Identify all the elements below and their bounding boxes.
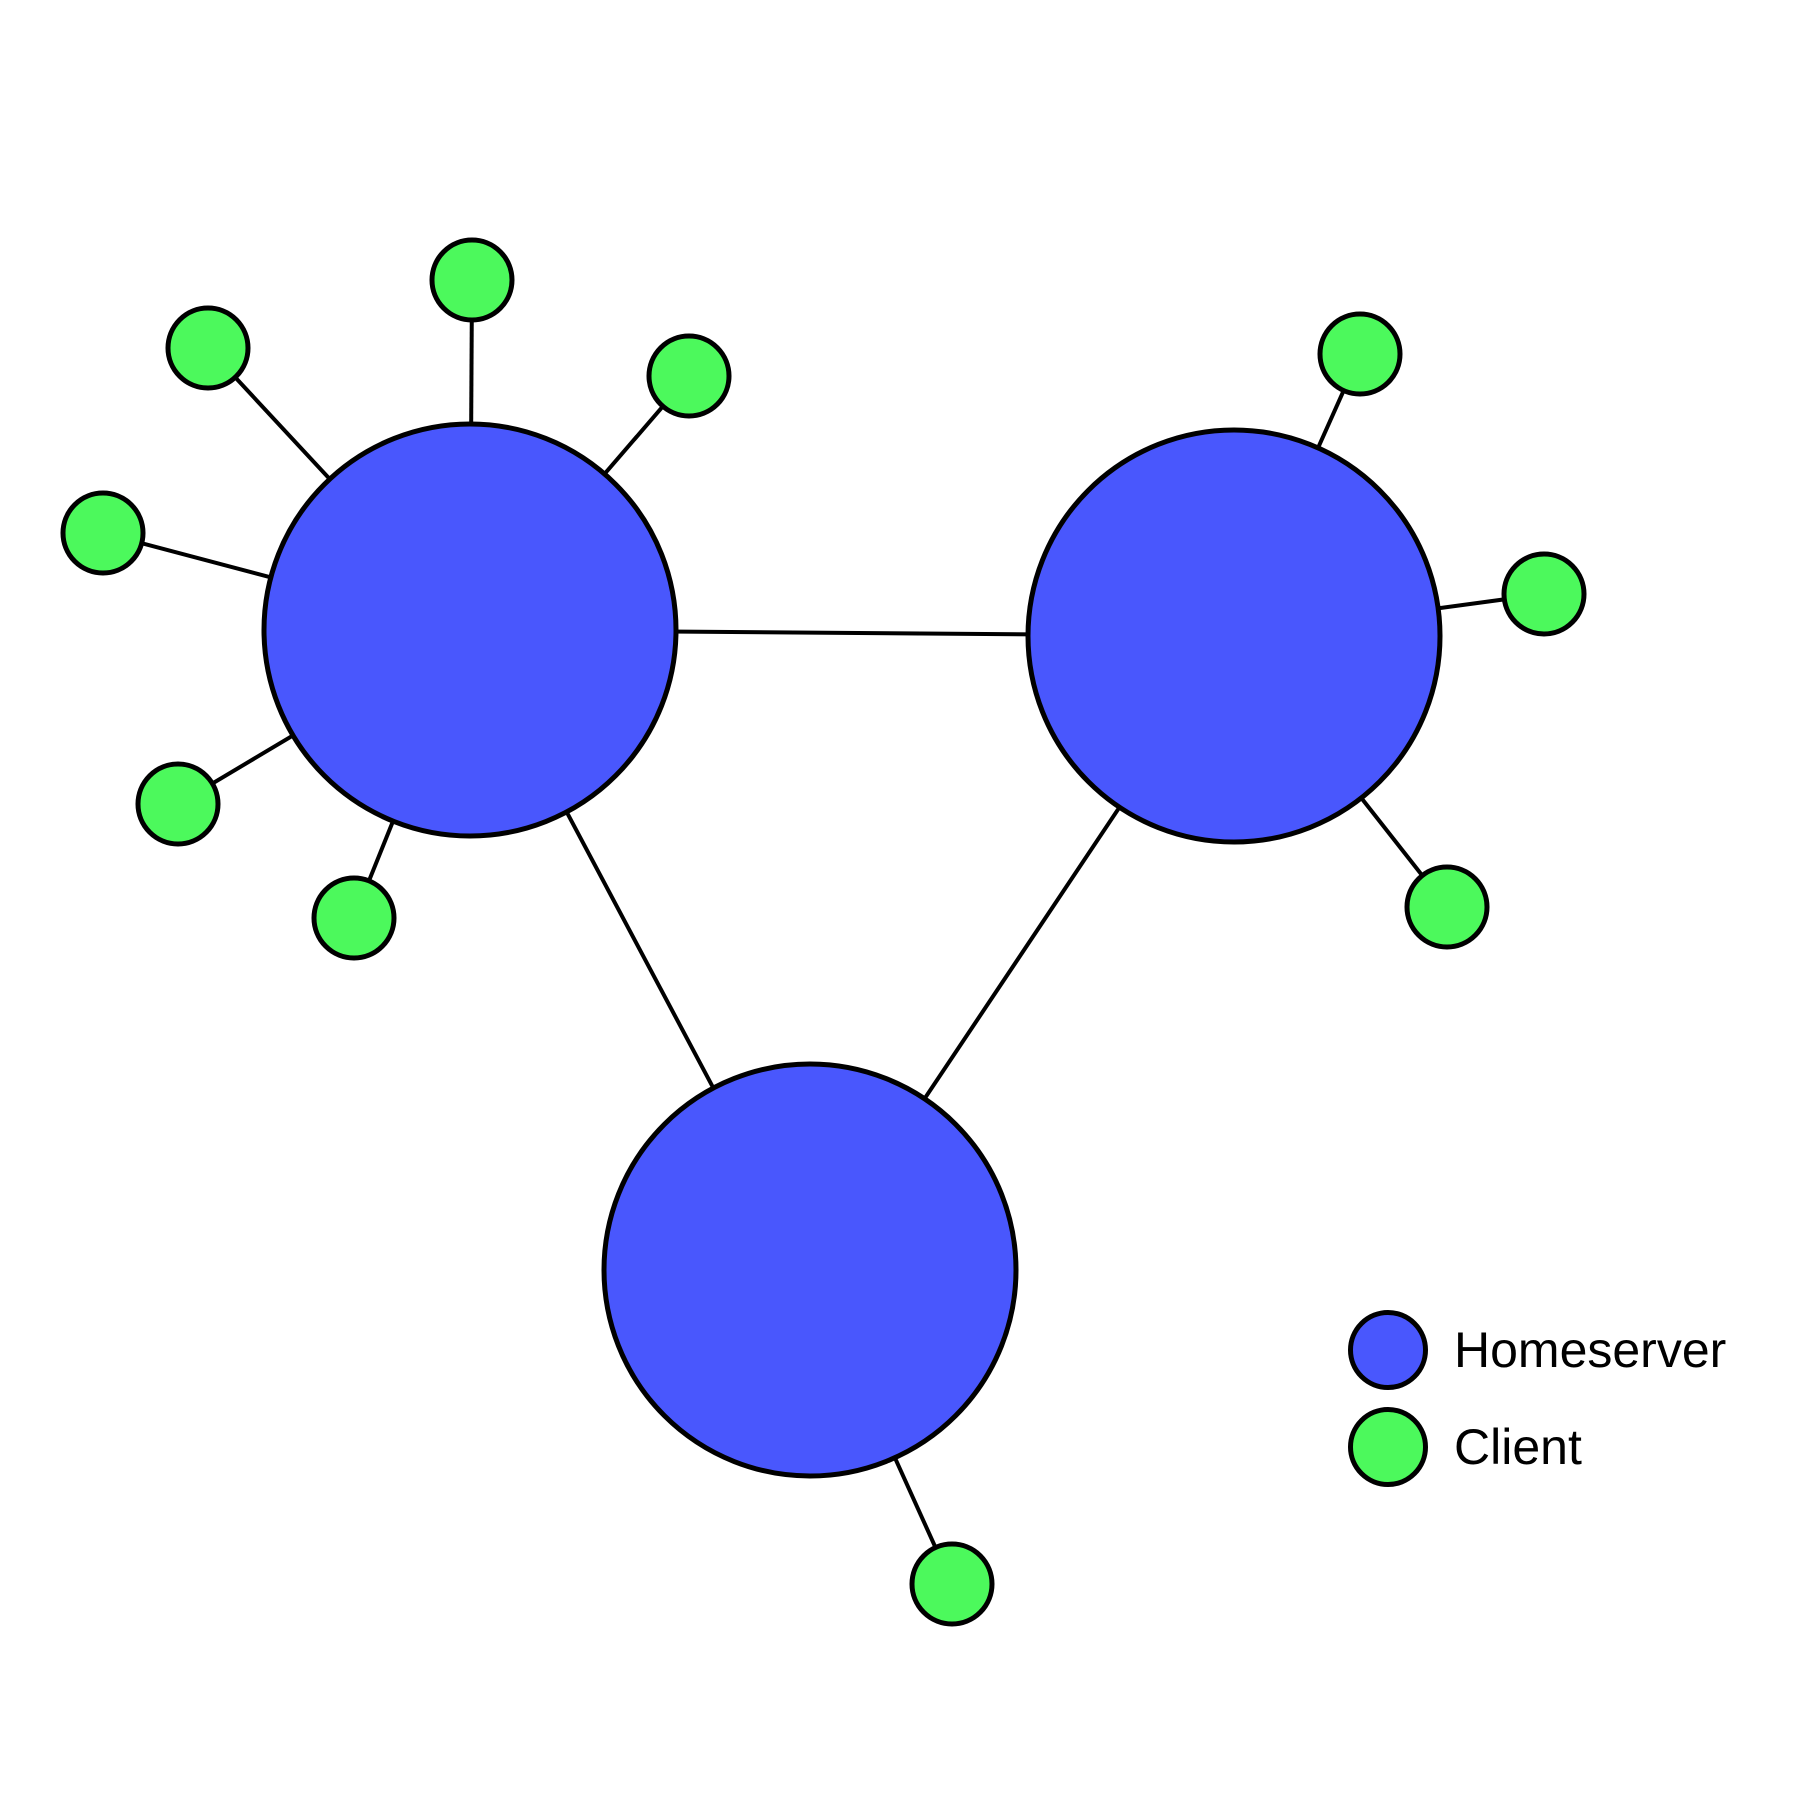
- clients-layer: [60, 237, 1587, 1627]
- client-node: [135, 761, 221, 847]
- client-node: [1404, 864, 1490, 950]
- client-legend-label: Client: [1454, 1419, 1582, 1475]
- client-node: [60, 490, 146, 576]
- homeserver-node: [1025, 427, 1443, 845]
- homeserver-legend-label: Homeserver: [1454, 1322, 1727, 1378]
- client-node: [909, 1541, 995, 1627]
- client-node: [165, 305, 251, 391]
- client-node: [311, 875, 397, 961]
- legend-row-homeserver: Homeserver: [1348, 1310, 1726, 1390]
- client-node: [646, 333, 732, 419]
- legend: Homeserver Client: [1348, 1310, 1726, 1504]
- homeserver-legend-swatch: [1348, 1310, 1428, 1390]
- client-legend-swatch: [1348, 1407, 1428, 1487]
- client-node: [1501, 551, 1587, 637]
- homeservers-layer: [261, 421, 1443, 1479]
- homeserver-node: [261, 421, 679, 839]
- homeserver-node: [601, 1061, 1019, 1479]
- client-node: [1317, 311, 1403, 397]
- legend-row-client: Client: [1348, 1407, 1726, 1487]
- client-node: [429, 237, 515, 323]
